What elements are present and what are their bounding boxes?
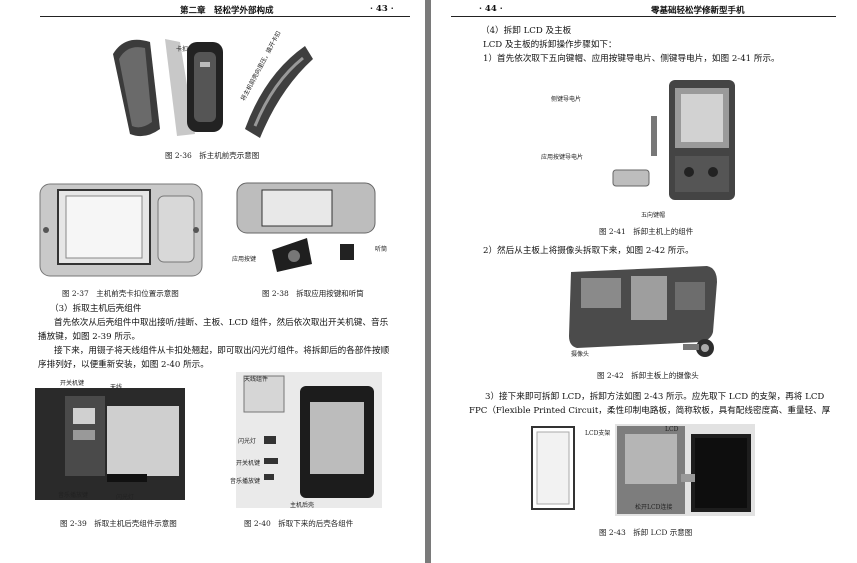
left-page: 第二章 轻松学外部构成 · 43 · 卡扣 将主机前壳向里压，撬开卡扣 图 2-… — [0, 0, 425, 563]
step-3: 3）接下来即可拆卸 LCD，拆卸方法如图 2-43 所示。应先取下 LCD 的支… — [469, 390, 841, 418]
figure-2-40-caption: 图 2-40 拆取下来的后壳各组件 — [244, 519, 354, 528]
callout-power-key-2: 开关机键 — [236, 460, 261, 467]
intro-line-text: LCD 及主板的拆卸操作步骤如下： — [483, 40, 617, 50]
figure-2-39-photo — [35, 388, 185, 500]
figure-2-41-caption: 图 2-41 拆卸主机上的组件 — [599, 227, 694, 236]
callout-lcd: LCD — [665, 426, 679, 433]
page-number-right: · 44 · — [479, 4, 503, 14]
step-2-text: 2）然后从主板上将摄像头拆取下来，如图 2-42 所示。 — [483, 246, 694, 256]
page-number-left: · 43 · — [370, 4, 394, 14]
callout-flash-2: 闪光灯 — [238, 438, 257, 445]
figure-2-42-photo — [567, 262, 723, 366]
callout-side-key-pad: 侧键导电片 — [551, 96, 582, 103]
callout-app-button: 应用按键 — [232, 256, 257, 263]
paragraph-2-text: 接下来，用镊子将天线组件从卡扣处翘起，即可取出闪光灯组件。将拆卸后的各部件按顺序… — [38, 346, 390, 370]
figure-2-40-photo — [236, 372, 382, 508]
figure-2-43-bracket-photo — [529, 424, 577, 512]
callout-music-key-2: 音乐播放键 — [230, 478, 261, 485]
callout-card: 卡扣 — [176, 46, 189, 53]
figure-2-37-photo — [38, 182, 204, 278]
figure-2-37-caption: 图 2-37 主机前壳卡扣位置示意图 — [62, 289, 179, 298]
callout-power-key: 开关机键 — [60, 380, 85, 387]
paragraph-1-text: 首先依次从后壳组件中取出接听/挂断、主板、LCD 组件，然后依次取出开关机键、音… — [38, 318, 389, 342]
figure-2-36-caption: 图 2-36 拆主机前壳示意图 — [165, 151, 260, 160]
figure-2-39-caption: 图 2-39 拆取主机后壳组件示意图 — [60, 519, 177, 528]
figure-2-38-photo — [232, 180, 380, 276]
running-header-left: 第二章 轻松学外部构成 · 43 · — [40, 4, 410, 17]
callout-lcd-bracket: LCD支架 — [585, 430, 611, 437]
right-page: · 44 · 零基础轻松学修新型手机 （4）拆卸 LCD 及主板 LCD 及主板… — [431, 0, 857, 563]
intro-line: LCD 及主板的拆卸操作步骤如下： — [483, 38, 823, 52]
section-3-title-text: （3）拆取主机后壳组件 — [50, 304, 142, 314]
book-title: 零基础轻松学修新型手机 — [651, 6, 745, 16]
chapter-title: 第二章 轻松学外部构成 — [180, 6, 274, 16]
step-4-title-text: （4）拆卸 LCD 及主板 — [481, 26, 572, 36]
step-1-text: 1）首先依次取下五向键帽、应用按键导电片、侧键导电片，如图 2-41 所示。 — [483, 54, 780, 64]
callout-five-way-cap: 五向键帽 — [641, 212, 666, 219]
callout-music-key: 音乐播放键 — [58, 492, 89, 499]
figure-2-43-lcd-photo — [615, 424, 755, 516]
page-gutter — [425, 0, 431, 563]
callout-antenna: 天线 — [110, 384, 123, 391]
callout-app-key-pad: 应用按键导电片 — [541, 154, 584, 161]
figure-2-41-photo — [591, 76, 741, 206]
section-3-title: （3）拆取主机后壳组件 — [50, 302, 410, 316]
paragraph-1: 首先依次从后壳组件中取出接听/挂断、主板、LCD 组件，然后依次取出开关机键、音… — [38, 316, 395, 344]
callout-antenna-assembly: 天线组件 — [244, 376, 269, 383]
figure-2-38-caption: 图 2-38 拆取应用按键和听筒 — [262, 289, 364, 298]
step-2: 2）然后从主板上将摄像头拆取下来，如图 2-42 所示。 — [483, 244, 843, 258]
callout-camera: 摄像头 — [571, 351, 590, 358]
figure-2-43-caption: 图 2-43 拆卸 LCD 示意图 — [599, 528, 693, 537]
callout-flash: 闪光灯 — [116, 494, 135, 501]
figure-2-36-photo — [105, 34, 315, 142]
step-3-text: 3）接下来即可拆卸 LCD，拆卸方法如图 2-43 所示。应先取下 LCD 的支… — [469, 392, 831, 416]
paragraph-2: 接下来，用镊子将天线组件从卡扣处翘起，即可取出闪光灯组件。将拆卸后的各部件按顺序… — [38, 344, 395, 372]
step-4-title: （4）拆卸 LCD 及主板 — [481, 24, 821, 38]
running-header-right: · 44 · 零基础轻松学修新型手机 — [451, 4, 836, 17]
figure-2-42-caption: 图 2-42 拆卸主板上的摄像头 — [597, 371, 699, 380]
callout-back-shell: 主机后壳 — [290, 502, 315, 509]
step-1: 1）首先依次取下五向键帽、应用按键导电片、侧键导电片，如图 2-41 所示。 — [483, 52, 843, 66]
callout-release-lcd-connector: 松开LCD连接 — [635, 504, 673, 511]
callout-earpiece: 听筒 — [375, 246, 388, 253]
